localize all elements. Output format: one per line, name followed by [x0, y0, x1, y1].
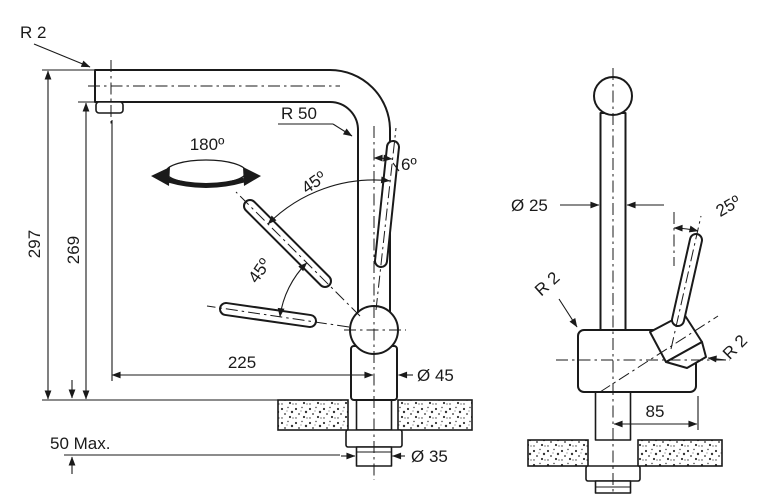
- dim-reach-label: 225: [228, 353, 256, 372]
- counter-slab-right: [397, 399, 473, 431]
- dim-overall-height-label: 297: [25, 230, 44, 258]
- counter-slab-right-side: [637, 439, 723, 467]
- handle-mount-facet: [665, 341, 707, 369]
- dim-base-radius-back-leader: [707, 355, 727, 363]
- dim-tip-radius-label: R 2: [20, 23, 46, 42]
- counter-slab-left-side: [527, 439, 589, 467]
- dim-handle-swing-upper-label: 45º: [298, 168, 329, 198]
- dim-spout-height-label: 269: [64, 236, 83, 264]
- faucet-front: [94, 69, 403, 467]
- aerator: [95, 101, 124, 114]
- rotation-arrow-left-icon: [151, 167, 170, 186]
- dim-swivel-label: 180º: [190, 135, 225, 154]
- dim-handle-tilt-leader: [392, 162, 400, 172]
- spout-body: [94, 69, 391, 313]
- dim-handle-swing-lower-arc: [277, 262, 308, 318]
- side-view: Ø 25 25º R 2 R 2 85: [511, 68, 751, 495]
- handle-90-centerline: [206, 305, 350, 328]
- dim-bend-radius-leader: [332, 123, 353, 137]
- counter-slab-left: [277, 399, 349, 431]
- dim-tube-dia-label: Ø 25: [511, 196, 548, 215]
- dim-base-radius-front-leader: [558, 298, 578, 328]
- dim-base-radius-back-label: R 2: [719, 331, 751, 363]
- faucet-side: [577, 76, 707, 494]
- countertop-front: [277, 399, 473, 431]
- dim-max-thickness-label: 50 Max.: [50, 434, 110, 453]
- centerlines-side: [556, 68, 730, 495]
- dim-handle-swing-lower-label: 45º: [245, 255, 275, 286]
- countertop-side: [527, 439, 723, 467]
- dim-handle-angle-label: 25º: [713, 192, 744, 221]
- dim-base-depth-label: 85: [646, 402, 665, 421]
- dim-tip-radius-leader: [33, 43, 91, 68]
- rotation-arrow-right-icon: [243, 167, 261, 186]
- dim-bend-radius-label: R 50: [281, 104, 317, 123]
- dim-base-radius-front-label: R 2: [531, 268, 563, 300]
- dim-handle-tilt-label: 6º: [401, 155, 417, 174]
- dim-hole-dia-label: Ø 35: [411, 447, 448, 466]
- side-handle-centerline: [670, 215, 702, 350]
- rotation-band: [167, 177, 245, 188]
- dim-handle-angle-arc: [673, 224, 699, 233]
- dim-handle-tilt-arc: [373, 154, 393, 162]
- side-wedge-centerline: [599, 315, 719, 393]
- dim-handle-swing-upper-arc: [267, 176, 391, 225]
- handle-45-centerline: [235, 191, 361, 317]
- dim-base-dia-label: Ø 45: [417, 366, 454, 385]
- front-view: 180º 297 269 R 2 R 50 6º: [20, 23, 473, 480]
- rotation-symbol: 180º: [151, 135, 261, 188]
